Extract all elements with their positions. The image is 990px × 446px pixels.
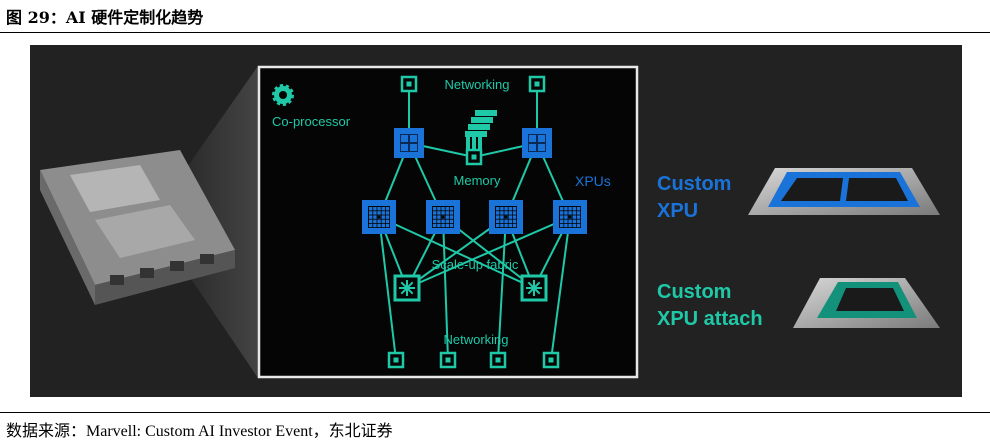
memory-label: Memory [454,173,501,188]
custom-xpu-attach-chip [793,278,940,328]
memory-node [465,148,483,166]
figure-source: 数据来源：Marvell: Custom AI Investor Event，东… [6,423,393,440]
source-rule [0,412,990,413]
network-node [542,351,560,369]
xpu-lower [426,200,460,234]
zoom-beam [185,66,258,378]
title-rule [0,32,990,33]
xpu-upper [522,128,552,158]
custom-attach-label-1: Custom [657,281,731,303]
memory-stack [465,110,497,149]
switch-node [520,274,548,302]
xpu-lower [489,200,523,234]
networking-bottom-label: Networking [443,332,508,347]
custom-xpu-label-2: XPU [657,200,698,222]
custom-attach-label-2: XPU attach [657,308,763,330]
gear-icon [272,84,294,106]
switch-node [393,274,421,302]
figure-title: 图 29：AI 硬件定制化趋势 [6,8,204,27]
coprocessor-label: Co-processor [272,114,351,129]
networking-top-label: Networking [444,77,509,92]
xpu-lower [553,200,587,234]
network-node [400,75,418,93]
network-node [489,351,507,369]
fabric-label: Scale-up fabric [432,257,519,272]
custom-xpu-label-1: Custom [657,173,731,195]
network-node [439,351,457,369]
xpu-upper [394,128,424,158]
custom-xpu-chip [748,168,940,215]
network-node [387,351,405,369]
xpu-lower [362,200,396,234]
network-node [528,75,546,93]
server-image [40,150,235,305]
xpus-label: XPUs [575,173,611,189]
